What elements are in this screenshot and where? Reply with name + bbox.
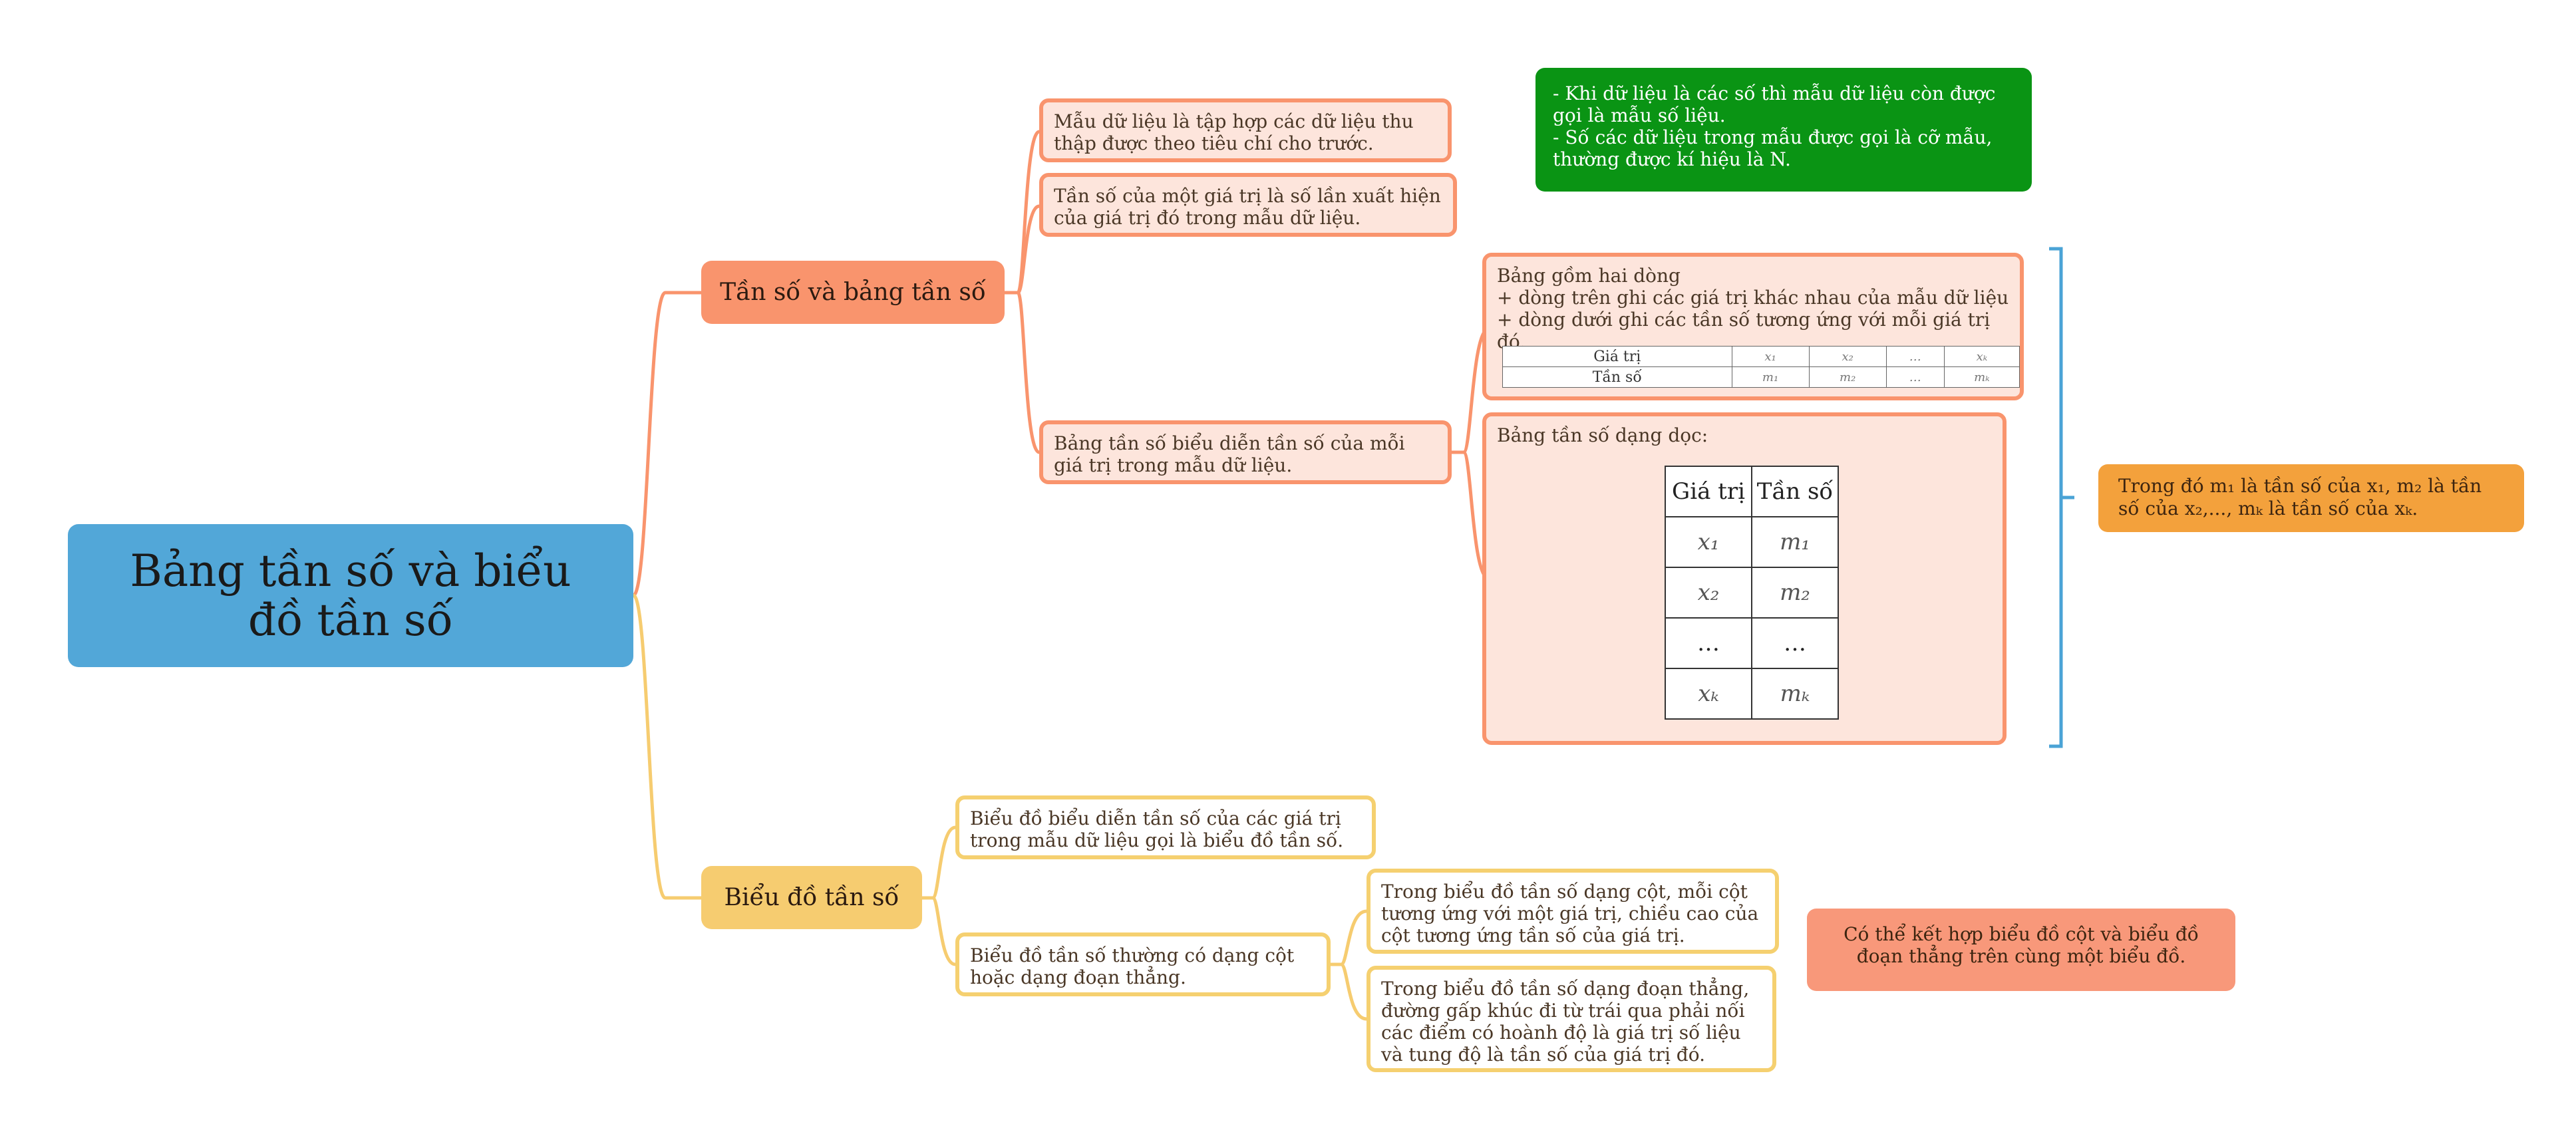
table-cell: mₖ: [1943, 366, 2020, 388]
table-definition-text: Bảng tần số biểu diễn tần số của mỗi giá…: [1054, 432, 1405, 476]
branch-chart-label: Biểu đồ tần số: [724, 884, 899, 911]
table-row: Giá trị Tần số: [1665, 466, 1839, 517]
horizontal-frequency-table: Giá trị x₁ x₂ … xₖ Tần số m₁ m₂ … mₖ: [1502, 346, 2020, 388]
table-cell: Giá trị: [1502, 346, 1732, 367]
table-cell: mₖ: [1751, 668, 1839, 720]
table-header: Giá trị: [1665, 466, 1752, 517]
chart-definition-node[interactable]: Biểu đồ biểu diễn tần số của các giá trị…: [955, 795, 1376, 859]
chart-forms-text: Biểu đồ tần số thường có dạng cột hoặc d…: [970, 944, 1295, 988]
table-cell: x₁: [1731, 346, 1810, 367]
table-cell: Tần số: [1502, 366, 1732, 388]
chart-forms-node[interactable]: Biểu đồ tần số thường có dạng cột hoặc d…: [955, 932, 1331, 996]
vertical-table-title: Bảng tần số dạng dọc:: [1497, 424, 1708, 446]
horizontal-table-line-3: + dòng dưới ghi các tần số tương ứng với…: [1497, 309, 1991, 353]
table-cell: m₂: [1808, 366, 1887, 388]
branch-frequency-table[interactable]: Tần số và bảng tần số: [701, 261, 1005, 324]
table-cell: xₖ: [1943, 346, 2020, 367]
frequency-legend-note[interactable]: Trong đó m₁ là tần số của x₁, m₂ là tần …: [2098, 464, 2524, 532]
table-cell: …: [1885, 346, 1945, 367]
sample-definition-text: Mẫu dữ liệu là tập hợp các dữ liệu thu t…: [1054, 110, 1414, 154]
branch-frequency-chart[interactable]: Biểu đồ tần số: [701, 866, 922, 929]
table-header: Tần số: [1751, 466, 1839, 517]
table-row: xₖ mₖ: [1665, 668, 1839, 720]
line-chart-text: Trong biểu đồ tần số dạng đoạn thẳng, đư…: [1381, 978, 1750, 1066]
table-cell: xₖ: [1665, 668, 1752, 720]
line-chart-node[interactable]: Trong biểu đồ tần số dạng đoạn thẳng, đư…: [1367, 966, 1776, 1072]
branch-frequency-label: Tần số và bảng tần số: [720, 279, 986, 306]
root-title: Bảng tần số và biểu đồ tần số: [130, 545, 571, 646]
bar-chart-text: Trong biểu đồ tần số dạng cột, mỗi cột t…: [1381, 881, 1759, 946]
chart-definition-text: Biểu đồ biểu diễn tần số của các giá trị…: [970, 807, 1344, 851]
table-row: Giá trị x₁ x₂ … xₖ: [1502, 346, 2020, 367]
sample-definition-node[interactable]: Mẫu dữ liệu là tập hợp các dữ liệu thu t…: [1039, 98, 1452, 162]
table-cell: m₁: [1731, 366, 1810, 388]
table-cell: m₁: [1751, 516, 1839, 568]
vertical-frequency-table: Giá trị Tần số x₁ m₁ x₂ m₂ … … xₖ mₖ: [1665, 466, 1839, 720]
sample-note-line-1: - Khi dữ liệu là các số thì mẫu dữ liệu …: [1553, 82, 1996, 126]
frequency-definition-node[interactable]: Tần số của một giá trị là số lần xuất hi…: [1039, 173, 1457, 237]
table-definition-node[interactable]: Bảng tần số biểu diễn tần số của mỗi giá…: [1039, 420, 1452, 484]
combine-chart-note[interactable]: Có thể kết hợp biểu đồ cột và biểu đồ đo…: [1807, 909, 2235, 991]
horizontal-table-line-2: + dòng trên ghi các giá trị khác nhau củ…: [1497, 287, 2009, 309]
table-cell: x₂: [1808, 346, 1887, 367]
combine-chart-text: Có thể kết hợp biểu đồ cột và biểu đồ đo…: [1844, 923, 2199, 967]
frequency-definition-text: Tần số của một giá trị là số lần xuất hi…: [1054, 185, 1441, 229]
sample-note-line-2: - Số các dữ liệu trong mẫu được gọi là c…: [1553, 126, 1993, 170]
table-cell: …: [1751, 617, 1839, 669]
table-row: … …: [1665, 617, 1839, 669]
table-cell: m₂: [1751, 567, 1839, 619]
bar-chart-node[interactable]: Trong biểu đồ tần số dạng cột, mỗi cột t…: [1367, 869, 1779, 954]
sample-note-box[interactable]: - Khi dữ liệu là các số thì mẫu dữ liệu …: [1535, 68, 2032, 192]
table-row: x₂ m₂: [1665, 567, 1839, 619]
frequency-legend-text: Trong đó m₁ là tần số của x₁, m₂ là tần …: [2118, 475, 2482, 519]
horizontal-table-line-1: Bảng gồm hai dòng: [1497, 265, 1681, 287]
table-cell: …: [1665, 617, 1752, 669]
table-row: Tần số m₁ m₂ … mₖ: [1502, 366, 2020, 388]
table-cell: x₂: [1665, 567, 1752, 619]
table-cell: …: [1885, 366, 1945, 388]
table-cell: x₁: [1665, 516, 1752, 568]
root-topic[interactable]: Bảng tần số và biểu đồ tần số: [68, 524, 633, 667]
table-row: x₁ m₁: [1665, 516, 1839, 568]
